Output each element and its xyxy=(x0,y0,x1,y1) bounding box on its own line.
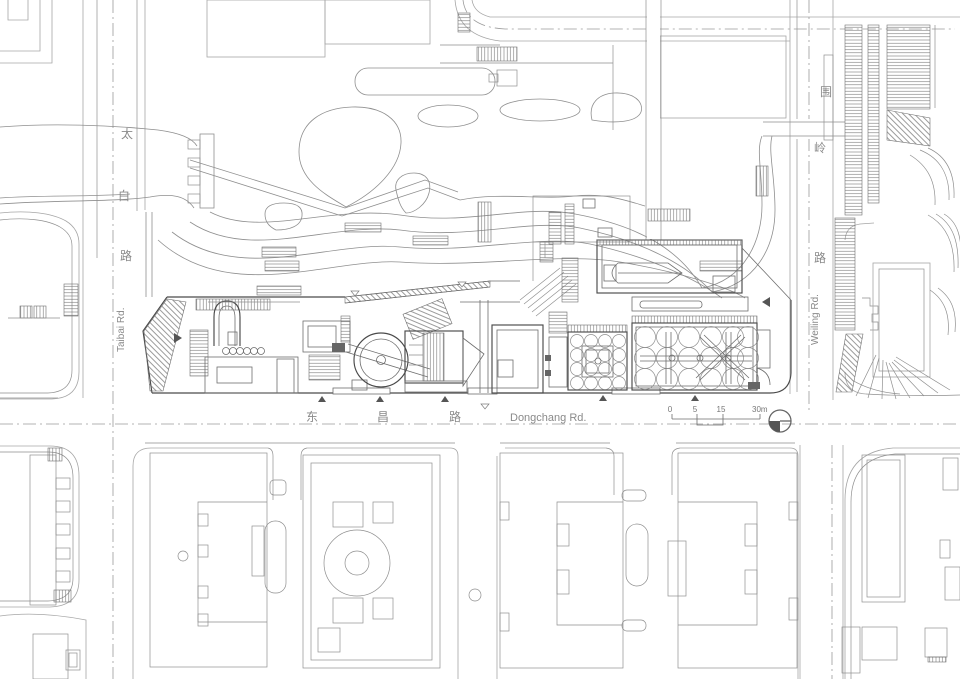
dongchang-char-2: 昌 xyxy=(377,410,389,424)
dongchang-char-1: 东 xyxy=(306,410,318,424)
canal xyxy=(0,124,215,209)
hatched-cube-building xyxy=(402,298,485,393)
road-labels: 太 白 路 Taibai Rd. 围 岭 路 Weiling Rd. 东 昌 路… xyxy=(116,85,832,424)
small-courtyard-garden xyxy=(567,324,628,391)
mid-building xyxy=(491,324,544,394)
weiling-char-2: 岭 xyxy=(814,141,826,155)
scale-label-30m: 30m xyxy=(752,405,768,414)
upper-plaza xyxy=(519,195,631,317)
weiling-char-3: 路 xyxy=(814,250,826,265)
building-a1 xyxy=(149,452,287,668)
west-cluster xyxy=(302,315,368,391)
taibai-char-2: 白 xyxy=(118,188,130,203)
top-road-centerline xyxy=(462,0,955,30)
park-lawn-teardrop xyxy=(298,106,402,208)
building-a2 xyxy=(302,454,441,669)
scale-bar: 0 5 15 30m xyxy=(668,405,768,426)
elevated-walkway xyxy=(645,0,662,240)
entrance-markers xyxy=(174,281,770,410)
context-north-buildings xyxy=(0,0,787,130)
block-east-mid xyxy=(834,213,960,400)
block-west-mid xyxy=(0,211,80,400)
scale-label-0: 0 xyxy=(668,405,673,414)
weiling-en-label: Weiling Rd. xyxy=(810,294,821,345)
block-c xyxy=(841,447,960,679)
park-area xyxy=(145,67,845,299)
block-a xyxy=(132,447,459,679)
taibai-char-3: 路 xyxy=(120,248,132,263)
pool xyxy=(611,262,683,284)
taibai-char-1: 太 xyxy=(121,126,133,141)
block-b xyxy=(468,447,799,679)
west-platform xyxy=(204,301,300,394)
building-b1 xyxy=(499,452,624,669)
taibai-en-label: Taibai Rd. xyxy=(116,308,127,352)
weiling-char-1: 围 xyxy=(820,85,832,99)
north-circle-icon xyxy=(768,409,792,433)
trellis-strip xyxy=(545,311,568,388)
northeast-building xyxy=(596,208,792,312)
planter-row xyxy=(222,347,265,355)
circular-building xyxy=(345,332,431,388)
arch-building xyxy=(213,300,241,346)
parking-northeast xyxy=(823,24,955,216)
main-complex xyxy=(142,280,792,410)
dongchang-char-3: 路 xyxy=(449,409,461,424)
block-southwest xyxy=(0,445,87,679)
scale-label-15: 15 xyxy=(717,405,726,414)
scale-label-5: 5 xyxy=(693,405,698,414)
park-lawn-rounded xyxy=(354,67,496,96)
large-courtyard-garden xyxy=(631,315,771,391)
building-b2 xyxy=(677,452,799,669)
dongchang-en-label: Dongchang Rd. xyxy=(510,412,586,424)
weiling-centerline xyxy=(808,0,833,679)
